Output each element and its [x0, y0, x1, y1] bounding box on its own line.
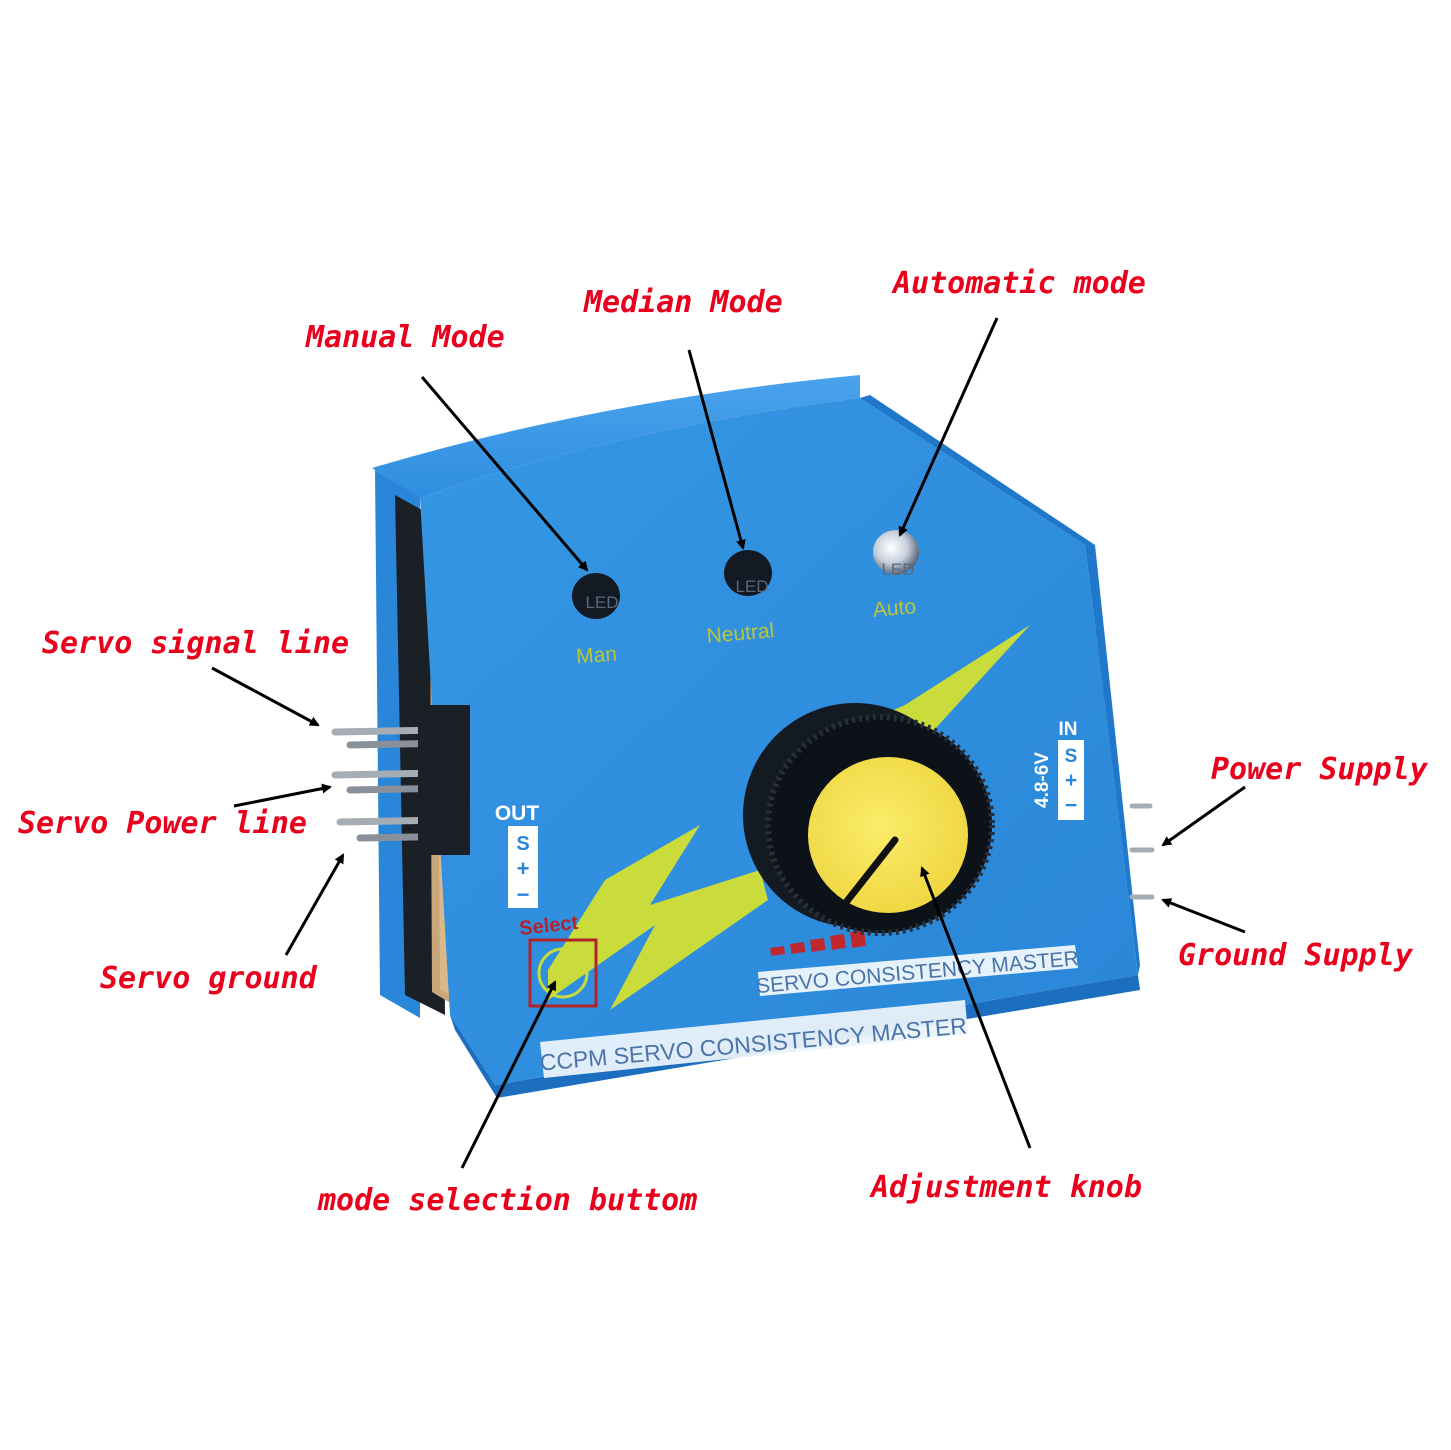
led-man: LED — [572, 573, 620, 619]
label-servo-ground: Servo ground — [100, 961, 317, 996]
output-pins — [331, 705, 470, 855]
arrow-servo-signal — [211, 666, 320, 727]
label-median-mode: Median Mode — [584, 285, 783, 320]
arrow-ground-supply — [1161, 898, 1246, 934]
label-mode-selection-button: mode selection buttom — [318, 1183, 698, 1218]
arrow-mode-selection — [460, 980, 557, 1169]
label-manual-mode: Manual Mode — [306, 320, 505, 355]
arrow-median-mode — [687, 349, 746, 550]
in-minus-label: − — [1065, 794, 1077, 817]
label-ground-supply: Ground Supply — [1178, 938, 1413, 973]
voltage-label: 4.8-6V — [1032, 752, 1053, 808]
out-s-label: S — [516, 833, 529, 855]
label-servo-power-line: Servo Power line — [18, 806, 307, 841]
input-pins — [1129, 803, 1155, 900]
out-plus-label: + — [517, 856, 530, 881]
label-servo-signal-line: Servo signal line — [42, 626, 350, 661]
device-top-flap — [372, 375, 860, 498]
led-neutral-text: LED — [735, 577, 768, 596]
led-man-text: LED — [585, 593, 618, 612]
out-label: OUT — [495, 802, 540, 825]
out-minus-label: − — [517, 882, 530, 907]
out-pin-panel — [508, 826, 538, 908]
label-automatic-mode: Automatic mode — [893, 266, 1146, 301]
led-man-label: Man — [575, 643, 617, 669]
label-adjustment-knob: Adjustment knob — [871, 1170, 1142, 1205]
led-neutral: LED — [724, 550, 772, 596]
arrow-automatic-mode — [898, 317, 999, 537]
arrow-servo-ground — [284, 853, 345, 956]
led-auto-label: Auto — [872, 595, 917, 622]
arrow-power-supply — [1161, 785, 1246, 847]
arrow-adjustment-knob — [920, 866, 1032, 1149]
in-s-label: S — [1065, 746, 1078, 767]
led-auto: LED — [873, 530, 919, 579]
in-pin-panel — [1058, 740, 1084, 820]
in-plus-label: + — [1065, 769, 1077, 792]
arrow-manual-mode — [420, 376, 589, 572]
leader-arrows — [211, 317, 1246, 1169]
arrow-servo-power — [233, 783, 332, 808]
led-auto-text: LED — [881, 560, 914, 579]
label-power-supply: Power Supply — [1211, 752, 1428, 787]
mode-select-button[interactable] — [528, 938, 598, 1008]
in-label: IN — [1059, 719, 1078, 740]
